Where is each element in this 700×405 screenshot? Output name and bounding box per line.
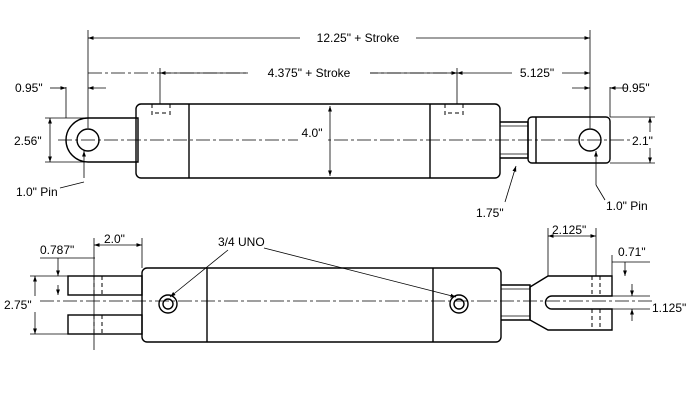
rod-end-block [527, 116, 611, 164]
fork-prong-upper [67, 275, 143, 296]
left-pin-hole [76, 128, 100, 152]
dim-rod-clevis-slot: 1.125" [652, 301, 686, 315]
bottom-piston-rod [501, 284, 531, 321]
dim-fork-prong: 0.787" [40, 243, 74, 257]
top-dimensions: 12.25" + Stroke 4.375" + Stroke 5.125" 0… [12, 28, 664, 220]
port-right-inner [453, 298, 465, 310]
right-pin-hole [578, 128, 602, 152]
dim-fork-height: 2.75" [4, 298, 32, 312]
label-ports: 3/4 UNO [218, 235, 265, 249]
label-pin-left: 1.0" Pin [16, 185, 58, 199]
fork-prong-lower [67, 314, 143, 335]
dim-rod-end-height: 2.1" [632, 134, 653, 148]
dim-fork-length: 2.0" [104, 232, 125, 246]
dim-rod-clevis-length: 2.125" [552, 223, 586, 237]
port-hidden-left [151, 104, 171, 116]
bottom-view [40, 267, 655, 343]
dim-clevis-height: 2.56" [14, 134, 42, 148]
port-right-outer [449, 294, 469, 314]
dim-rod-diameter: 1.75" [476, 206, 504, 220]
port-left-inner [162, 298, 174, 310]
port-hidden-right [444, 104, 464, 116]
rod-clevis-fork [529, 275, 613, 331]
cylinder-body [135, 103, 501, 179]
dim-body-length: 4.375" + Stroke [268, 66, 351, 80]
dim-clevis-right-offset: 0.95" [622, 81, 650, 95]
top-view [58, 103, 640, 179]
bottom-dimensions: 2.0" 0.787" 2.75" 3/4 UNO 2.125" 0.71" 1… [3, 223, 686, 350]
bottom-cylinder-body [141, 267, 502, 343]
dim-body-diameter: 4.0" [302, 126, 323, 140]
dim-clevis-left-offset: 0.95" [15, 81, 43, 95]
dim-rod-clevis-gap: 0.71" [618, 245, 646, 259]
rod-clevis-hidden [591, 276, 601, 330]
dim-rod-end-length: 5.125" [520, 66, 554, 80]
fork-pin-hidden [93, 276, 103, 334]
port-left-outer [158, 294, 178, 314]
dim-overall-length: 12.25" + Stroke [317, 31, 400, 45]
label-pin-right: 1.0" Pin [606, 199, 648, 213]
